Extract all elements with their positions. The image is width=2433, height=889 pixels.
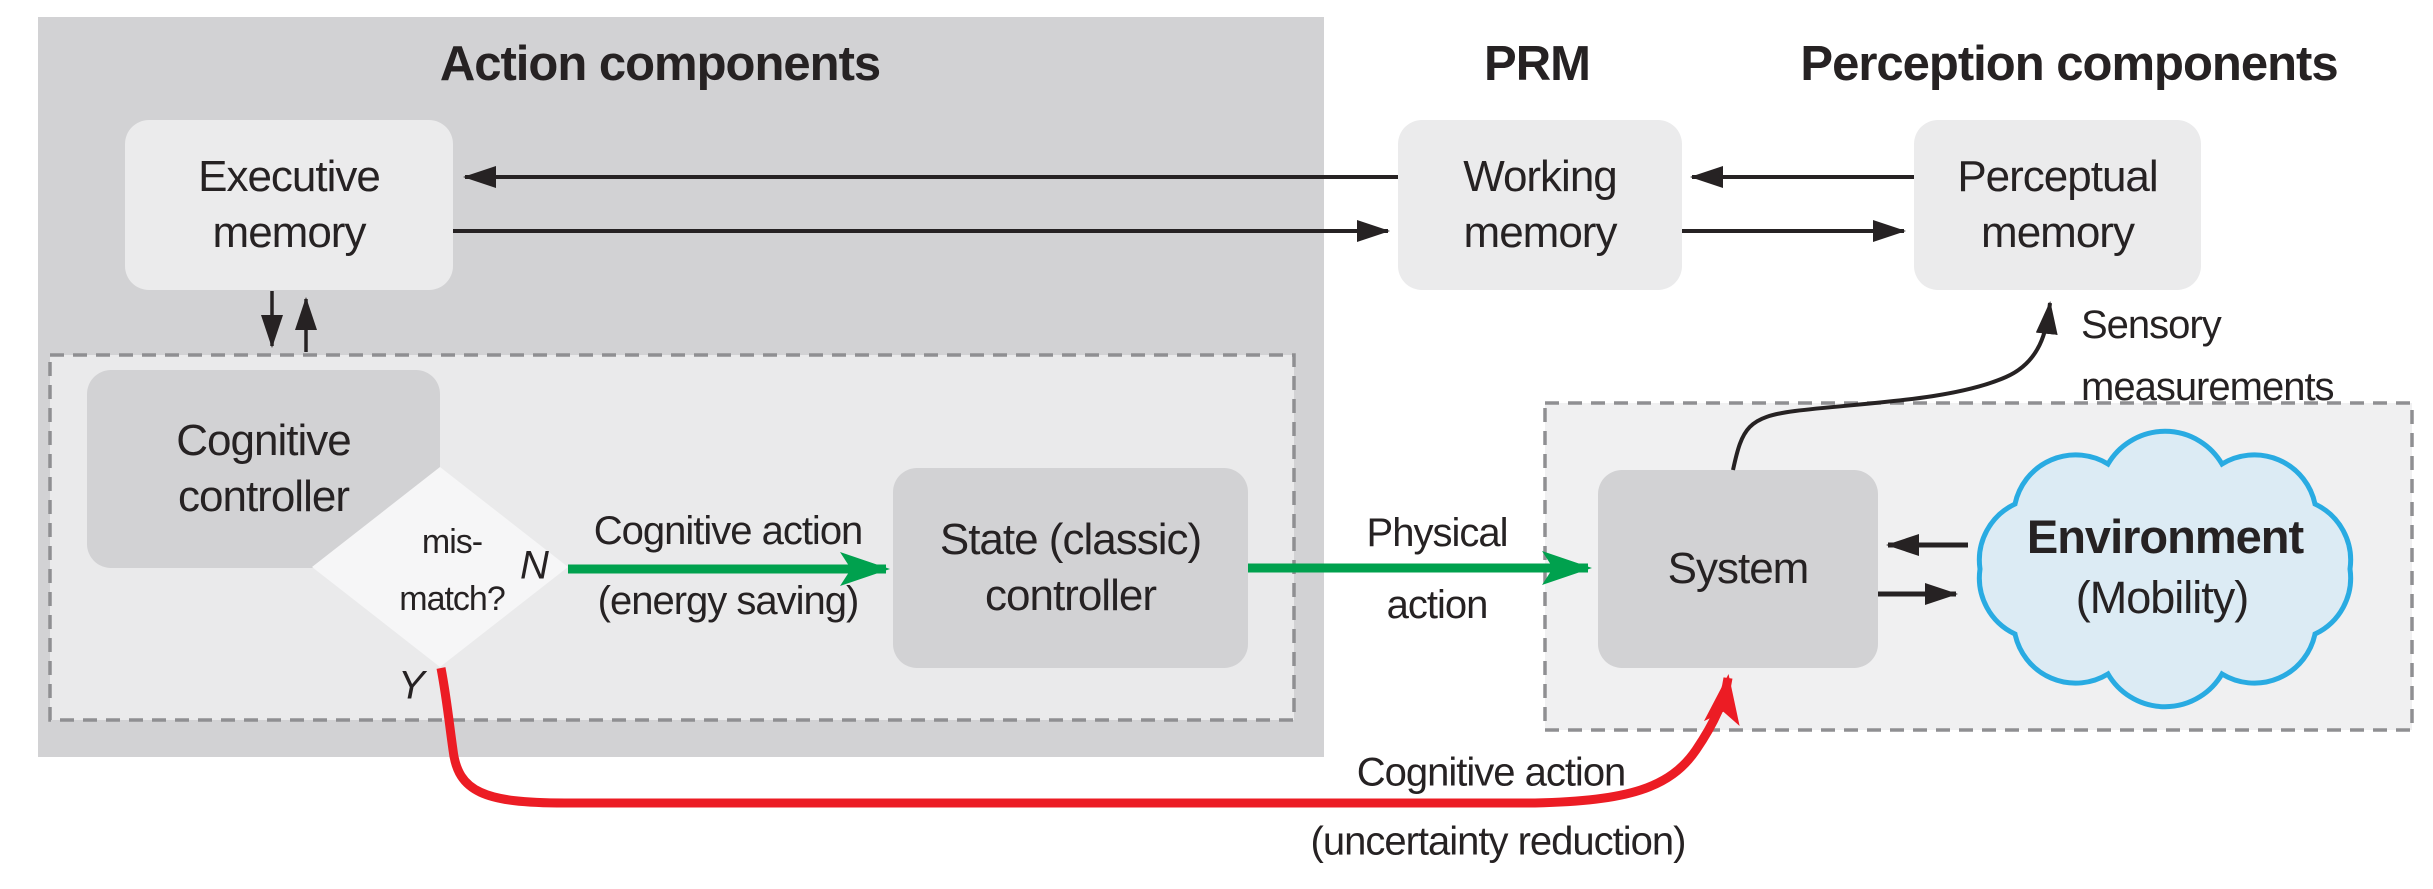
working-memory-label-line1: Working bbox=[1463, 152, 1618, 201]
cognitive-action-uncertainty-line1: Cognitive action bbox=[1356, 750, 1627, 795]
cognitive-action-uncertainty-line2: (uncertainty reduction) bbox=[1310, 819, 1687, 864]
executive-memory-box: Executive memory bbox=[125, 120, 453, 290]
mismatch-label: mis- match? bbox=[352, 514, 552, 628]
perception-components-title: Perception components bbox=[1800, 37, 2338, 91]
system-label: System bbox=[1667, 544, 1810, 593]
state-classic-controller-box: State (classic) controller bbox=[893, 468, 1248, 668]
physical-action-line2: action bbox=[1386, 583, 1489, 627]
mismatch-label-line1: mis- bbox=[421, 523, 483, 561]
action-components-title: Action components bbox=[439, 37, 881, 91]
sensory-measurements-line2: measurements bbox=[2081, 365, 2335, 409]
physical-action-label: Physical action bbox=[1366, 497, 1509, 641]
state-controller-label-line1: State (classic) bbox=[939, 515, 1202, 564]
cognitive-action-energy-label: Cognitive action (energy saving) bbox=[593, 496, 864, 636]
branch-no-label: N bbox=[520, 543, 549, 588]
working-memory-label-line2: memory bbox=[1463, 208, 1618, 257]
cognitive-action-energy-line1: Cognitive action bbox=[593, 509, 864, 553]
cognitive-controller-label-line1: Cognitive bbox=[176, 416, 351, 465]
sensory-measurements-label: Sensory measurements bbox=[2081, 294, 2335, 418]
environment-label: Environment bbox=[2026, 510, 2304, 563]
state-controller-label-line2: controller bbox=[985, 571, 1157, 620]
prm-title: PRM bbox=[1484, 37, 1591, 91]
cognitive-action-energy-line2: (energy saving) bbox=[597, 579, 860, 623]
system-box: System bbox=[1598, 470, 1878, 668]
sensory-measurements-line1: Sensory bbox=[2081, 303, 2222, 347]
perceptual-memory-label-line1: Perceptual bbox=[1957, 152, 2158, 201]
environment-mobility-label: (Mobility) bbox=[2075, 572, 2250, 623]
working-memory-box: Working memory bbox=[1398, 120, 1682, 290]
mismatch-label-line2: match? bbox=[399, 580, 506, 618]
executive-memory-label-line2: memory bbox=[212, 208, 367, 257]
cognitive-controller-label-line2: controller bbox=[178, 472, 350, 521]
perceptual-memory-label-line2: memory bbox=[1981, 208, 2135, 257]
perceptual-memory-box: Perceptual memory bbox=[1914, 120, 2201, 290]
branch-yes-label: Y bbox=[398, 663, 425, 708]
executive-memory-label-line1: Executive bbox=[198, 152, 381, 201]
physical-action-line1: Physical bbox=[1366, 511, 1509, 555]
